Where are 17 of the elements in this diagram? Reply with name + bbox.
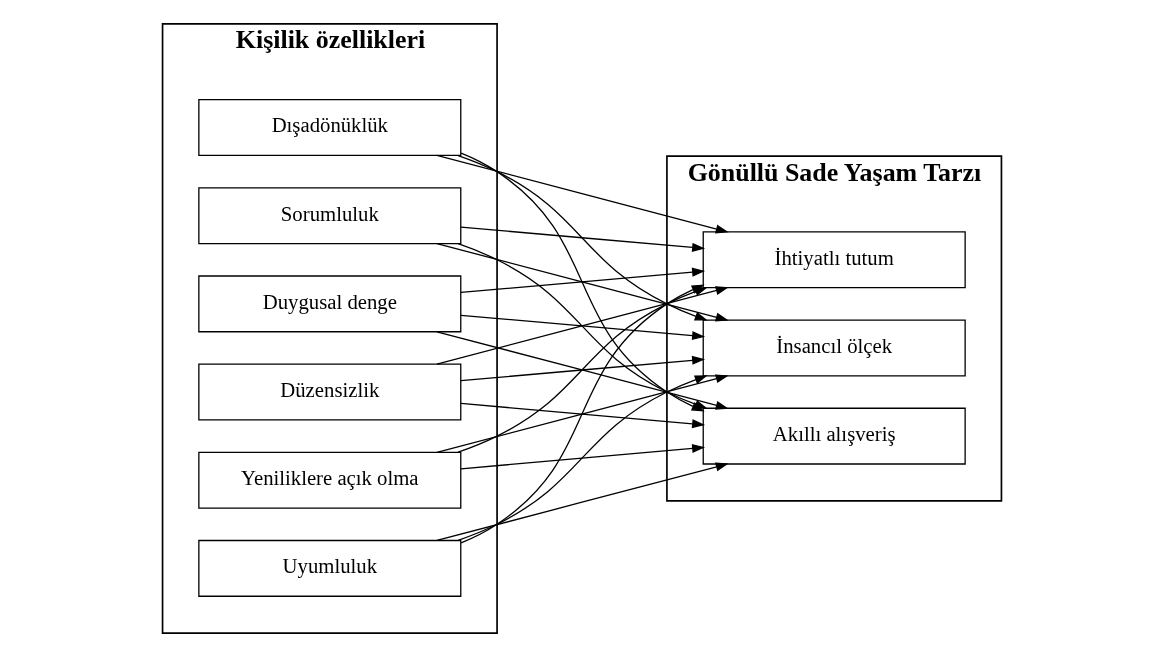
arrow (436, 154, 729, 234)
arrow (436, 242, 729, 322)
node-box: İhtiyatlı tutum (702, 231, 966, 289)
node-box: Düzensizlik (198, 363, 462, 421)
node-box: Uyumluluk (198, 539, 462, 597)
arrow (436, 374, 729, 453)
node-box: Dışadönüklük (198, 99, 462, 157)
node-box: İnsancıl ölçek (702, 319, 966, 377)
arrow (436, 462, 729, 542)
node-box: Yeniliklere açık olma (198, 451, 462, 509)
arrow (460, 226, 706, 252)
arrow (460, 314, 706, 341)
node-box: Akıllı alışveriş (702, 407, 966, 465)
node-box: Sorumluluk (198, 187, 462, 245)
arrow (460, 443, 706, 470)
arrow (460, 355, 706, 382)
node-box: Duygusal denge (198, 275, 462, 333)
